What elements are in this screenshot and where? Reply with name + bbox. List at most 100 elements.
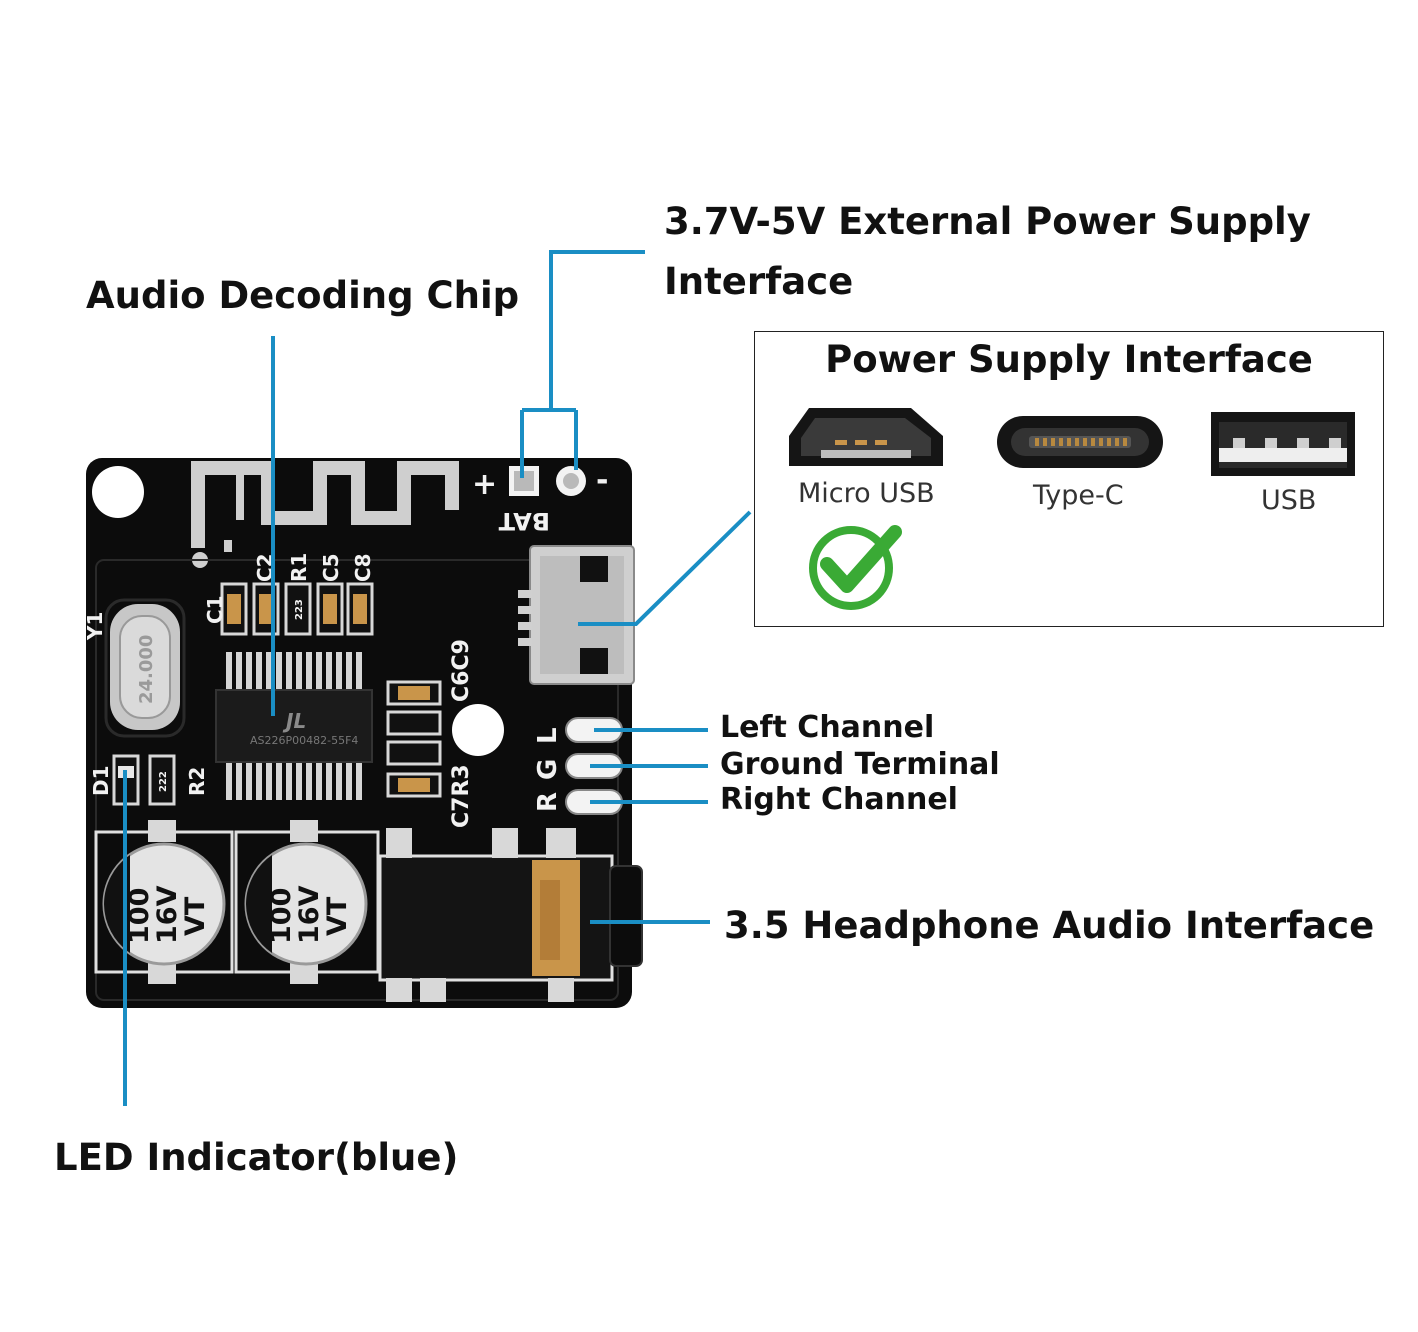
smd-components-row [220, 582, 374, 636]
c8-label: C8 [351, 553, 375, 582]
type-c-contact [1083, 438, 1087, 446]
type-c-contact [1123, 438, 1127, 446]
chip-pin [276, 760, 282, 800]
type-c-contact [1075, 438, 1079, 446]
silkscreen-text: + - BAT C1 C2 R1 C5 C8 223 Y1 24.000 JL … [83, 463, 608, 944]
ground-terminal-label: Ground Terminal [720, 747, 1000, 782]
headphone-jack [378, 828, 643, 1002]
cap1-series: VT [180, 896, 211, 936]
c7r3-label: C7R3 [449, 764, 474, 828]
chip-pin [246, 760, 252, 800]
type-c-contact [1035, 438, 1039, 446]
chip-pin [236, 652, 242, 692]
crystal-mark: 24.000 [136, 635, 157, 704]
y1-label: Y1 [83, 612, 107, 641]
power-supply-interface-box: Power Supply Interface [754, 331, 1384, 627]
type-c-contact [1043, 438, 1047, 446]
cap2-series: VT [322, 896, 353, 936]
chip-pin [226, 760, 232, 800]
chip-pin [256, 760, 262, 800]
type-c-contact [1115, 438, 1119, 446]
type-c-contact [1107, 438, 1111, 446]
r-pad-label: R [533, 792, 563, 812]
chip-logo: JL [282, 709, 306, 733]
micro-usb-label: Micro USB [798, 478, 935, 509]
cap1-voltage: 16V [152, 885, 183, 944]
right-channel-label: Right Channel [720, 782, 958, 817]
chip-pin [286, 652, 292, 692]
d1-label: D1 [89, 765, 113, 796]
r2-code: 222 [158, 771, 169, 792]
type-c-contact [1051, 438, 1055, 446]
mounting-hole [92, 466, 144, 518]
chip-pin [356, 652, 362, 692]
smd-caps-right [386, 680, 442, 798]
chip-marking: AS226P00482-55F4 [250, 734, 358, 747]
type-c-contact [1091, 438, 1095, 446]
c6c9-label: C6C9 [449, 639, 474, 702]
chip-pin [336, 760, 342, 800]
led-indicator-label: LED Indicator(blue) [54, 1136, 459, 1179]
micro-usb-port [518, 545, 635, 685]
ext-power-label-line2: Interface [664, 260, 854, 303]
chip-pin [256, 652, 262, 692]
chip-pin [336, 652, 342, 692]
chip-pin [276, 652, 282, 692]
micro-usb-icon [789, 408, 943, 466]
type-c-contact [1099, 438, 1103, 446]
antenna-trace [191, 461, 459, 548]
cap2-voltage: 16V [294, 885, 325, 944]
type-c-icon [997, 416, 1163, 468]
leader-ext-power [520, 250, 645, 478]
crystal-oscillator [104, 598, 186, 738]
r1-label: R1 [287, 553, 311, 582]
chip-pin [236, 760, 242, 800]
type-c-contact [1059, 438, 1063, 446]
r1-code: 223 [294, 599, 305, 620]
resistor-r2 [148, 754, 176, 806]
chip-pin [316, 652, 322, 692]
chip-pin [246, 652, 252, 692]
electrolytic-capacitor-2 [234, 820, 380, 984]
usb-label: USB [1261, 485, 1317, 516]
ext-power-label-line1: 3.7V-5V External Power Supply [664, 200, 1311, 243]
c5-label: C5 [319, 553, 343, 582]
chip-pin [346, 760, 352, 800]
cap1-value: 100 [124, 888, 155, 944]
chip-pin [306, 760, 312, 800]
check-icon [809, 525, 902, 610]
chip-pin [296, 652, 302, 692]
l-pad-label: L [533, 727, 563, 744]
bat-label: BAT [498, 507, 550, 535]
pcb-board [86, 458, 643, 1008]
chip-pin [316, 760, 322, 800]
left-channel-label: Left Channel [720, 710, 935, 745]
bat-plus-label: + [472, 467, 497, 502]
type-c-label: Type-C [1033, 480, 1124, 511]
chip-pin [326, 652, 332, 692]
chip-pin [296, 760, 302, 800]
leader-micro-usb [578, 510, 752, 626]
headphone-interface-label: 3.5 Headphone Audio Interface [724, 904, 1375, 947]
chip-pin [306, 652, 312, 692]
chip-pin [326, 760, 332, 800]
mounting-hole [452, 704, 504, 756]
chip-pin [266, 760, 272, 800]
type-c-contact [1067, 438, 1071, 446]
leader-lines [123, 250, 752, 1106]
audio-decoding-chip [215, 652, 373, 800]
chip-pin [226, 652, 232, 692]
audio-chip-label: Audio Decoding Chip [86, 274, 520, 317]
connector-icons [789, 408, 1355, 610]
usb-a-icon [1211, 412, 1355, 476]
bat-minus-label: - [596, 463, 608, 498]
r2-label: R2 [185, 767, 209, 796]
power-box-title: Power Supply Interface [825, 338, 1313, 381]
g-pad-label: G [533, 759, 563, 780]
c1-label: C1 [203, 595, 227, 624]
chip-pin [266, 652, 272, 692]
chip-pin [356, 760, 362, 800]
cap2-value: 100 [266, 888, 297, 944]
chip-pin [346, 652, 352, 692]
